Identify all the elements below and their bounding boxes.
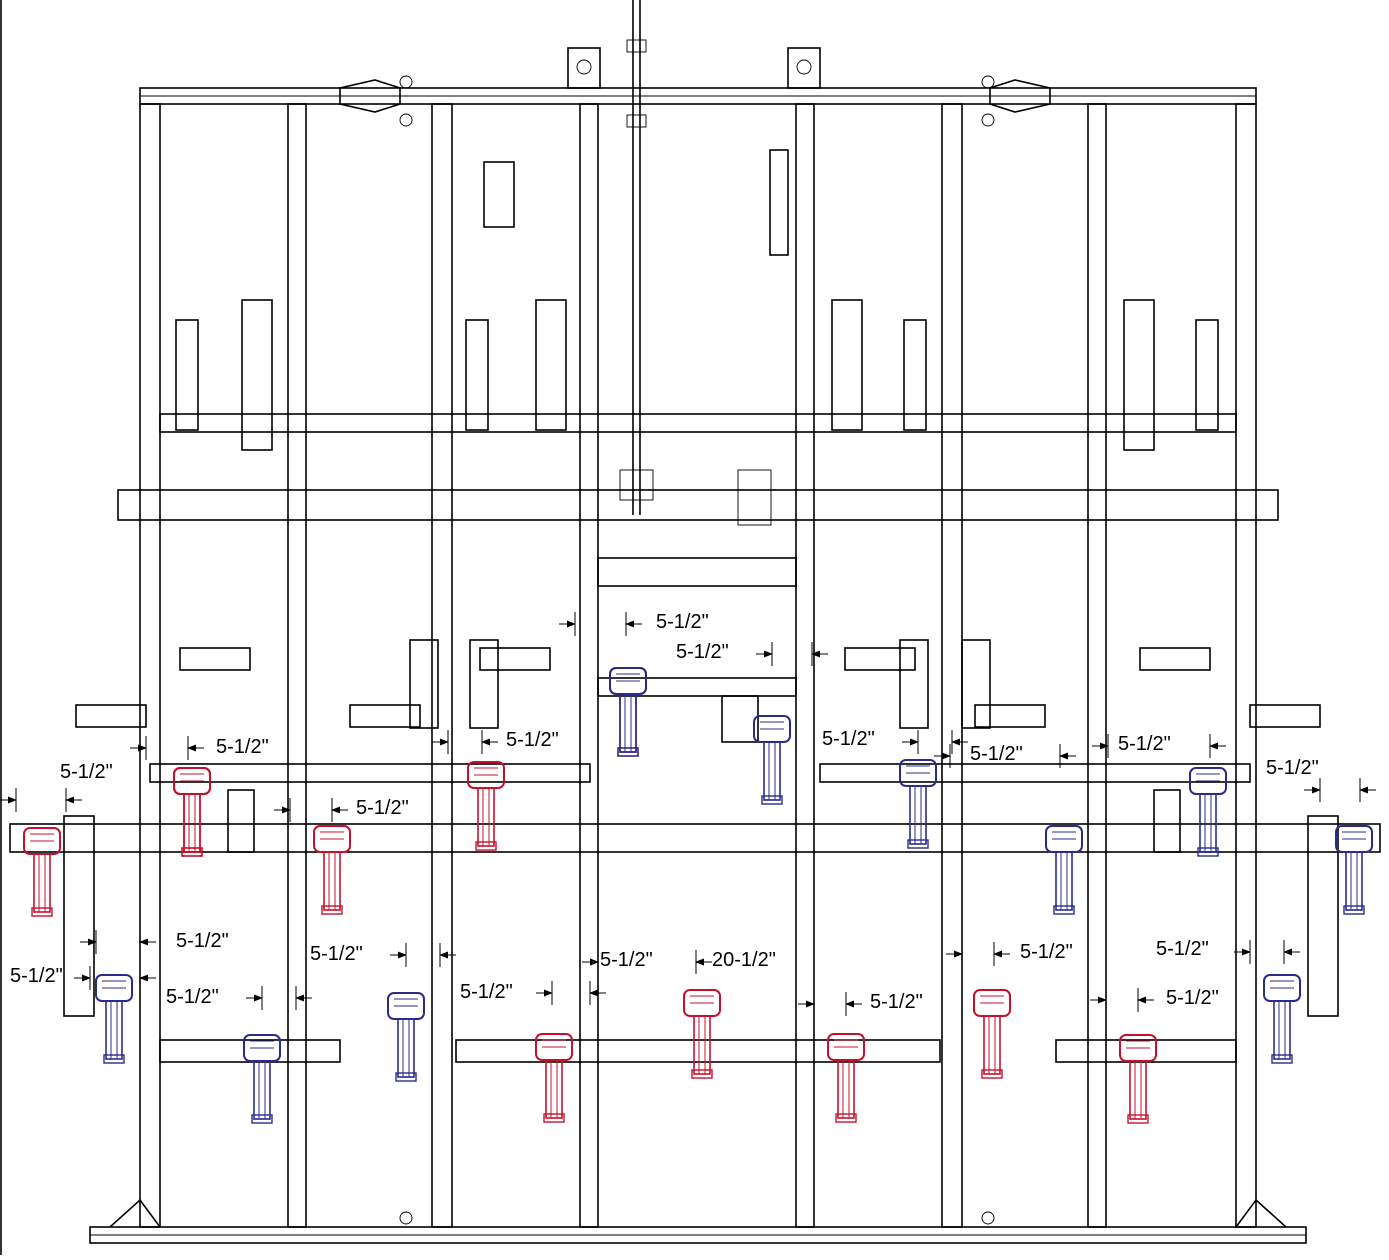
dimension-annotation: 5-1/2": [166, 986, 312, 1010]
dimension-label: 5-1/2": [166, 986, 219, 1008]
shank-red: [23, 827, 61, 917]
dimension-label: 5-1/2": [216, 736, 269, 758]
dimension-annotation: 5-1/2": [80, 930, 229, 954]
dimension-label: 5-1/2": [10, 965, 63, 987]
shank-red: [1119, 1034, 1157, 1124]
shanks-layer: [23, 667, 1373, 1124]
springs-and-cylinders: [175, 149, 1219, 451]
shank-red: [827, 1033, 865, 1123]
dimension-annotation: 5-1/2": [310, 943, 456, 967]
shank-red: [535, 1033, 573, 1123]
dimension-annotation: 20-1/2": [582, 949, 776, 974]
dimension-label: 5-1/2": [460, 981, 513, 1003]
dimension-annotation: 5-1/2": [0, 761, 113, 812]
dimension-annotation: 5-1/2": [1092, 733, 1226, 758]
dimension-annotation: 5-1/2": [582, 949, 712, 974]
dimension-annotation: 5-1/2": [1266, 757, 1376, 802]
dimension-annotation: 5-1/2": [10, 965, 156, 990]
dimension-label: 5-1/2": [656, 611, 709, 633]
dimension-annotation: 5-1/2": [1156, 938, 1300, 964]
dimension-annotation: 5-1/2": [559, 611, 709, 636]
shank-blue: [1189, 767, 1227, 857]
dimension-label: 5-1/2": [1020, 941, 1073, 963]
dimension-annotation: 5-1/2": [432, 729, 559, 754]
dimension-label: 5-1/2": [676, 641, 729, 663]
shank-red: [467, 761, 505, 851]
wheel-hubs: [75, 639, 1321, 853]
hitch-pole: [619, 0, 772, 526]
shank-blue: [899, 759, 937, 849]
dimension-label: 5-1/2": [1166, 987, 1219, 1009]
dimension-annotation: 5-1/2": [460, 981, 606, 1005]
dimension-label: 5-1/2": [970, 743, 1023, 765]
dimension-annotation: 5-1/2": [1090, 987, 1219, 1012]
shank-red: [683, 989, 721, 1079]
shank-red: [973, 989, 1011, 1079]
dimensions-layer: 5-1/2" 5-1/2" 5-1/2" 5-1/2" 5-1/2" 5-1/2" 5-1/…: [0, 611, 1376, 1016]
dimension-annotation: 5-1/2": [946, 941, 1073, 966]
hitch-brackets: [567, 47, 821, 89]
shank-blue: [95, 974, 133, 1064]
shank-blue: [243, 1034, 281, 1124]
cross-bars: [9, 413, 1381, 1063]
dimension-label: 5-1/2": [1266, 757, 1319, 779]
dimension-annotation: 5-1/2": [676, 641, 828, 666]
dimension-label: 5-1/2": [60, 761, 113, 783]
dimension-label: 20-1/2": [712, 949, 776, 971]
shank-blue: [753, 715, 791, 805]
dimension-annotation: 5-1/2": [130, 736, 269, 760]
dimension-label: 5-1/2": [356, 797, 409, 819]
dimension-annotation: 5-1/2": [934, 743, 1076, 768]
shank-blue: [1335, 825, 1373, 915]
shank-blue: [387, 992, 425, 1082]
dimension-label: 5-1/2": [870, 991, 923, 1013]
dimension-label: 5-1/2": [176, 930, 229, 952]
dimension-label: 5-1/2": [1156, 938, 1209, 960]
shank-blue: [1045, 825, 1083, 915]
shank-red: [173, 767, 211, 857]
dimension-label: 5-1/2": [1118, 733, 1171, 755]
dimension-label: 5-1/2": [822, 728, 875, 750]
dimension-label: 5-1/2": [600, 949, 653, 971]
dimension-annotation: 5-1/2": [274, 797, 409, 822]
dimension-annotation: 5-1/2": [798, 991, 923, 1016]
shank-red: [313, 825, 351, 915]
dimension-annotation: 5-1/2": [822, 728, 968, 754]
top-frame-bar: [139, 75, 1257, 127]
shank-blue: [1263, 974, 1301, 1064]
bottom-frame-bar: [89, 1198, 1307, 1244]
dimension-label: 5-1/2": [310, 943, 363, 965]
dimension-label: 5-1/2": [506, 729, 559, 751]
shank-blue: [609, 667, 647, 757]
frame-rails: [139, 103, 1257, 1228]
